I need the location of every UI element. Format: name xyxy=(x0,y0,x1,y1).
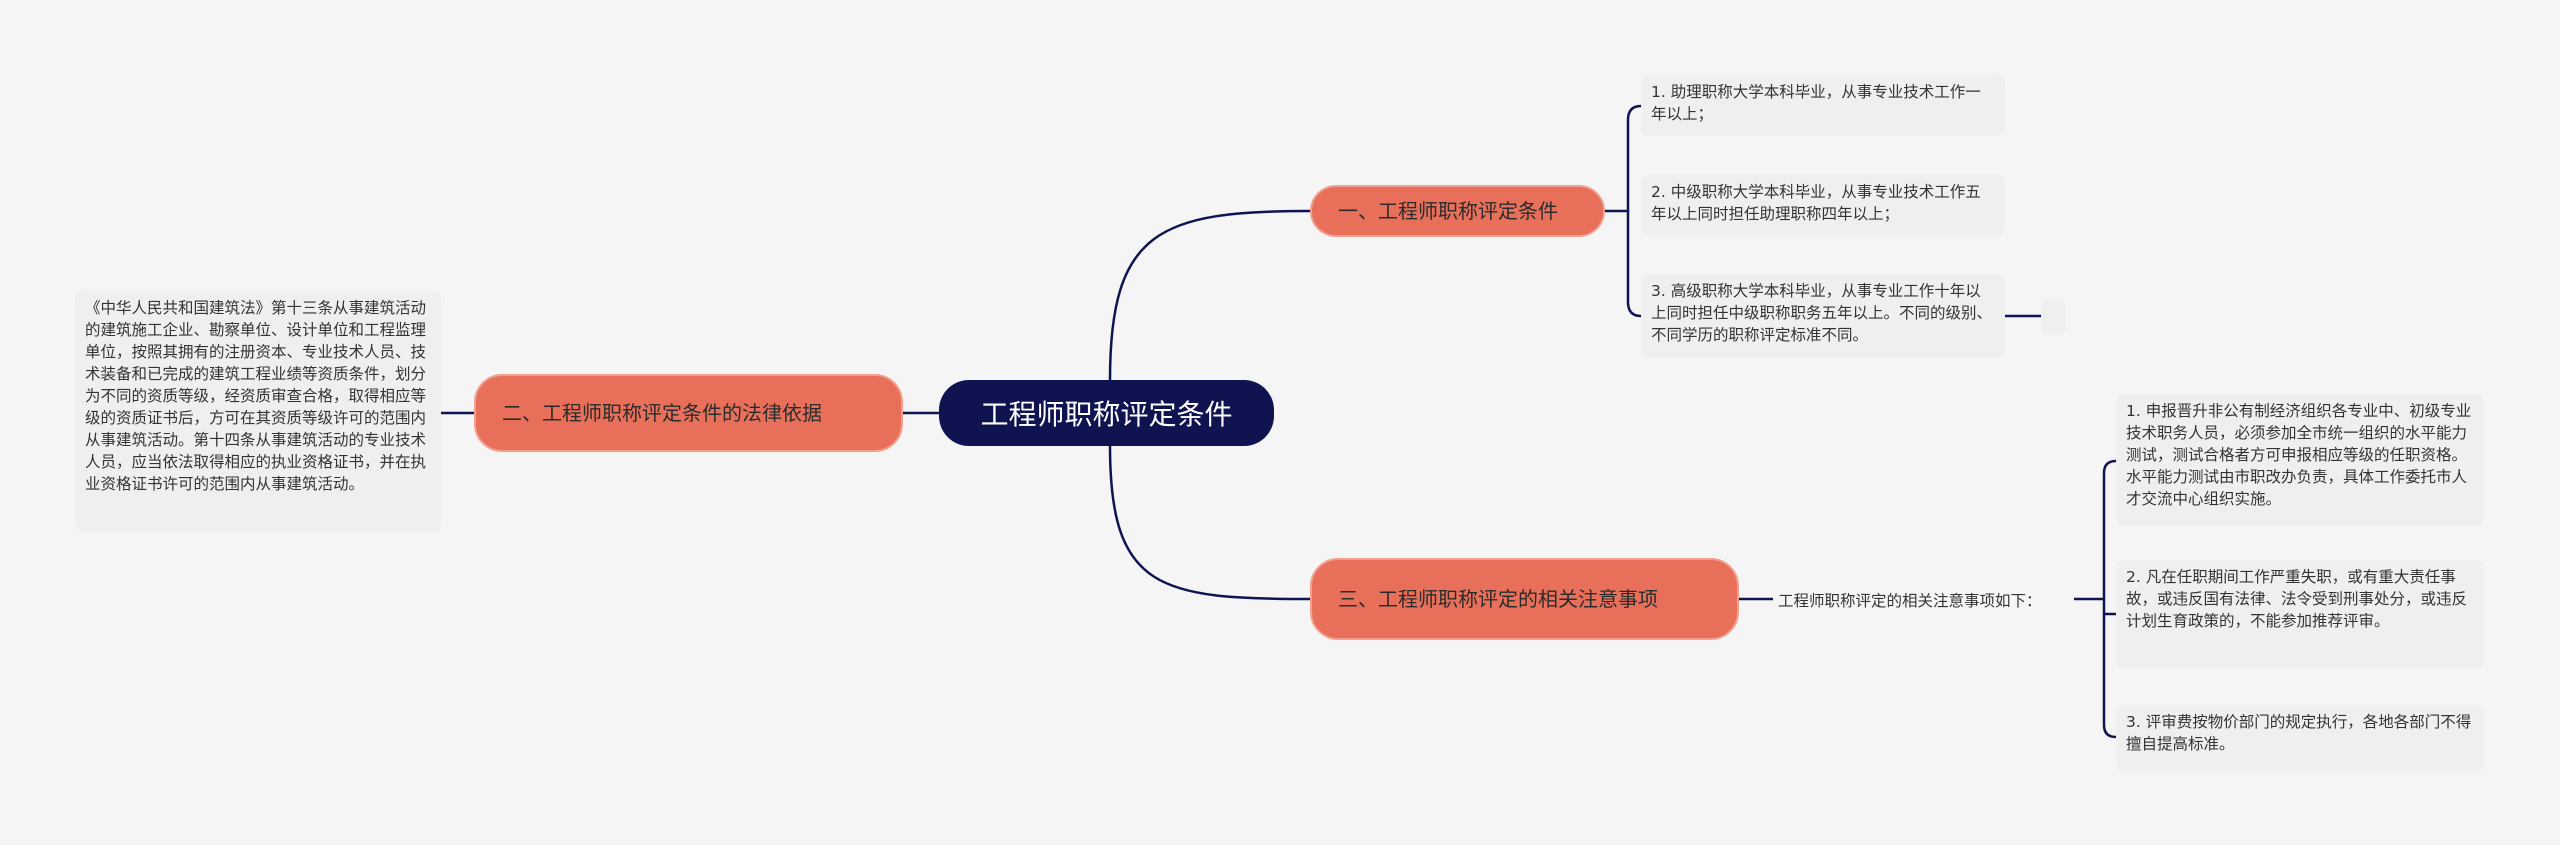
branch-3[interactable]: 三、工程师职称评定的相关注意事项 xyxy=(1310,558,1739,640)
central-topic-label: 工程师职称评定条件 xyxy=(980,398,1233,431)
connector-branch3-bracket xyxy=(2074,459,2117,739)
connector-center-branch1 xyxy=(1108,209,1311,381)
branch-3-label: 三、工程师职称评定的相关注意事项 xyxy=(1338,587,1658,611)
leaf-text: 1. 申报晋升非公有制经济组织各专业中、初级专业技术职务人员，必须参加全市统一组… xyxy=(2126,402,2472,508)
leaf-1-2[interactable]: 2. 中级职称大学本科毕业，从事专业技术工作五年以上同时担任助理职称四年以上； xyxy=(1641,175,2005,235)
connector-branch1-bracket xyxy=(1605,104,1642,318)
branch-1[interactable]: 一、工程师职称评定条件 xyxy=(1310,185,1605,237)
leaf-3-3[interactable]: 3. 评审费按物价部门的规定执行，各地各部门不得擅自提高标准。 xyxy=(2116,705,2484,771)
leaf-3-1[interactable]: 1. 申报晋升非公有制经济组织各专业中、初级专业技术职务人员，必须参加全市统一组… xyxy=(2116,394,2484,526)
branch-2[interactable]: 二、工程师职称评定条件的法律依据 xyxy=(474,374,903,452)
leaf-2-1[interactable]: 《中华人民共和国建筑法》第十三条从事建筑活动的建筑施工企业、勘察单位、设计单位和… xyxy=(75,291,441,532)
empty-leaf[interactable] xyxy=(2041,299,2066,335)
branch-1-label: 一、工程师职称评定条件 xyxy=(1338,199,1558,223)
branch-3-intro[interactable]: 工程师职称评定的相关注意事项如下： xyxy=(1778,583,2078,617)
leaf-text: 2. 中级职称大学本科毕业，从事专业技术工作五年以上同时担任助理职称四年以上； xyxy=(1651,183,1981,223)
leaf-text: 3. 高级职称大学本科毕业，从事专业工作十年以上同时担任中级职称职务五年以上。不… xyxy=(1651,282,1993,344)
leaf-3-2[interactable]: 2. 凡在任职期间工作严重失职，或有重大责任事故，或违反国有法律、法令受到刑事处… xyxy=(2116,560,2484,668)
leaf-text: 《中华人民共和国建筑法》第十三条从事建筑活动的建筑施工企业、勘察单位、设计单位和… xyxy=(85,299,427,493)
leaf-text: 1. 助理职称大学本科毕业，从事专业技术工作一年以上； xyxy=(1651,83,1981,123)
connector-center-branch3 xyxy=(1108,445,1311,601)
central-topic[interactable]: 工程师职称评定条件 xyxy=(939,380,1274,446)
leaf-text: 3. 评审费按物价部门的规定执行，各地各部门不得擅自提高标准。 xyxy=(2126,713,2472,753)
leaf-text: 2. 凡在任职期间工作严重失职，或有重大责任事故，或违反国有法律、法令受到刑事处… xyxy=(2126,568,2468,630)
intro-text: 工程师职称评定的相关注意事项如下： xyxy=(1778,592,2042,610)
branch-2-label: 二、工程师职称评定条件的法律依据 xyxy=(502,401,822,425)
leaf-1-3[interactable]: 3. 高级职称大学本科毕业，从事专业工作十年以上同时担任中级职称职务五年以上。不… xyxy=(1641,274,2005,358)
leaf-1-1[interactable]: 1. 助理职称大学本科毕业，从事专业技术工作一年以上； xyxy=(1641,75,2005,136)
